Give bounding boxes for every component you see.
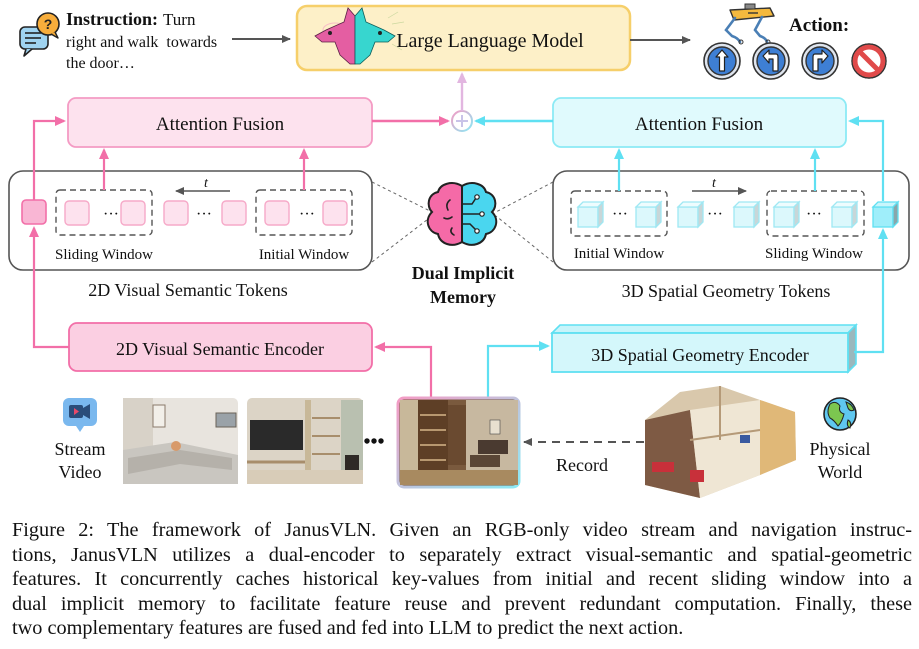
stream-label-line1: Stream [55,439,106,459]
right-token [830,200,859,229]
memory-link-line [495,181,554,213]
turn-right-icon [812,49,829,72]
stream-label-line2: Video [59,462,102,482]
caption-line: tions, JanusVLN utilizes a dual-encoder … [12,543,912,566]
memory-link-line [371,215,433,263]
figure-caption: Figure 2: The framework of JanusVLN. Giv… [12,518,912,641]
video-frame-living-room [123,398,238,484]
world-label-line1: Physical [810,439,871,459]
memory-label-line2: Memory [430,287,496,307]
frame-to-right-encoder-arrow [486,341,550,398]
video-frame-tv-shelves [247,398,363,484]
left-token [120,200,146,226]
instruction-text-line2: right and walk towards [66,34,217,51]
fusion-plus-junction [451,110,473,132]
left-ellipsis: ··· [103,206,119,223]
llm-label: Large Language Model [396,30,584,52]
right-token-to-fusion-arrow [848,116,885,201]
left-token [64,200,90,226]
right-tokens [576,200,900,229]
record-label: Record [556,455,608,475]
svg-text:?: ? [44,16,53,32]
action-stop-button[interactable] [851,43,887,79]
left-ellipsis: ··· [299,206,315,223]
chat-question-icon: ? [19,12,60,57]
world-label-line2: World [818,462,863,482]
left-sliding-window-label: Sliding Window [55,247,153,263]
right-encoder-box [550,323,858,374]
brain-icon [426,182,498,246]
right-encoder-label: 3D Spatial Geometry Encoder [591,345,808,365]
arrow-up-icon [715,49,729,72]
memory-link-line [495,215,554,263]
video-camera-icon [63,398,97,432]
left-time-label: t [204,176,209,191]
left-token-to-fusion-arrow [32,116,66,200]
right-ellipsis: ··· [612,206,628,223]
right-ellipsis: ··· [707,206,723,223]
instruction-text-line1: Instruction: Turn [66,9,196,29]
right-encoder-to-token-arrow [854,228,888,354]
action-label: Action: [789,15,849,36]
instruction-text-line3: the door… [66,55,135,72]
caption-line: two complementary features are fused and… [12,617,684,640]
caption-line: features. It concurrently caches histori… [12,568,912,591]
left-encoder-label: 2D Visual Semantic Encoder [116,339,324,359]
left-tokens-caption: 2D Visual Semantic Tokens [88,280,287,300]
right-token [772,200,801,229]
memory-label-line1: Dual Implicit [412,263,515,283]
instruction-text-start: Turn [163,10,196,29]
current-video-frame-library [396,396,521,489]
left-token-container [8,170,373,271]
left-current-token [21,199,47,225]
action-turn-right-button[interactable] [801,42,839,80]
right-attention-fusion-label: Attention Fusion [635,114,764,135]
globe-icon [823,397,857,431]
stop-sign-icon [851,43,887,79]
janus-two-headed-wolf-icon [314,7,405,65]
right-token [634,200,663,229]
left-token [322,200,348,226]
frame-to-left-encoder-arrow [374,342,433,398]
physical-world-3d-house [645,386,796,498]
caption-line: dual implicit memory to facilitate featu… [12,592,912,615]
left-token [163,200,189,226]
left-attention-fusion-box [67,97,373,148]
right-token [732,200,761,229]
right-sliding-window-label: Sliding Window [765,246,863,262]
action-forward-button[interactable] [703,42,741,80]
llm-box [295,4,632,72]
action-turn-left-button[interactable] [752,42,790,80]
right-ellipsis: ··· [806,206,822,223]
right-attention-fusion-box [552,97,847,148]
turn-left-icon [762,49,779,72]
left-attention-fusion-label: Attention Fusion [156,114,285,135]
left-initial-window-label: Initial Window [259,247,350,263]
left-token [264,200,290,226]
right-token [576,200,605,229]
left-ellipsis: ··· [196,206,212,223]
frames-ellipsis: ••• [363,431,384,453]
caption-line: Figure 2: The framework of JanusVLN. Giv… [12,519,912,541]
right-initial-window-label: Initial Window [574,246,665,262]
left-encoder-to-token-arrow [29,226,69,349]
instruction-label: Instruction: [66,9,158,29]
left-token [221,200,247,226]
right-current-token [871,200,900,229]
right-token-container [552,170,910,271]
right-tokens-caption: 3D Spatial Geometry Tokens [622,281,831,301]
quadruped-robot-icon [724,3,775,45]
right-token [676,200,705,229]
memory-link-line [371,181,433,213]
right-time-label: t [712,176,717,191]
